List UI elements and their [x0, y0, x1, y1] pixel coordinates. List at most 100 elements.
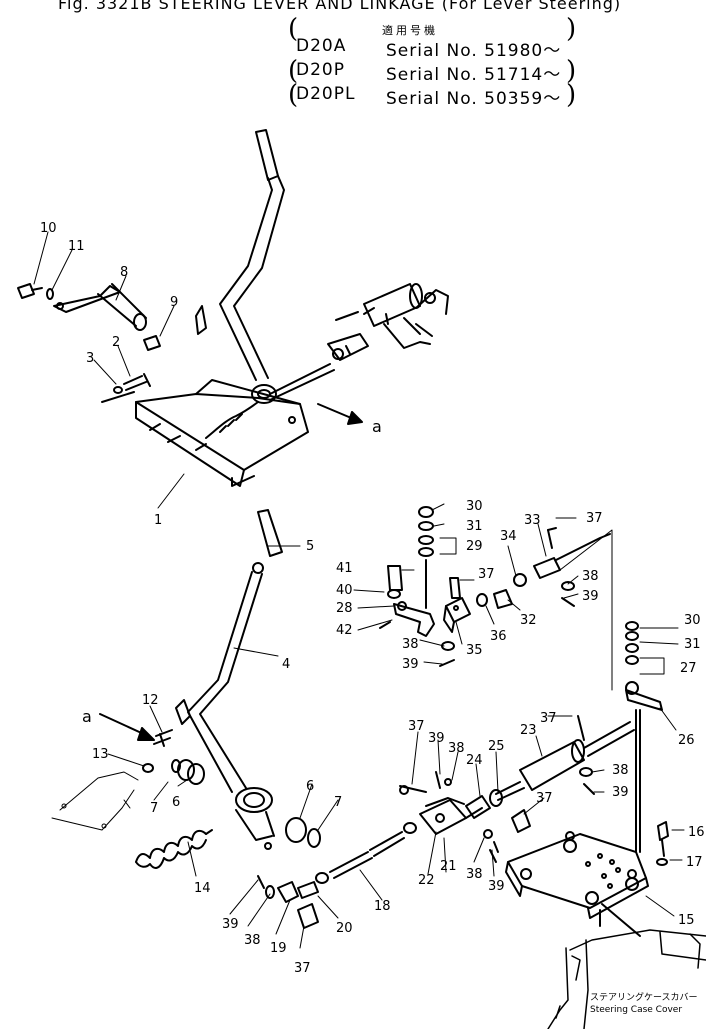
callout-label: 6	[172, 795, 180, 810]
callout-label: 27	[680, 661, 697, 676]
bracket-close: )	[566, 56, 577, 86]
bracket-open: (	[288, 56, 299, 86]
callout-label: 39	[612, 785, 629, 800]
arrow-head	[347, 411, 363, 425]
callout-label: 26	[678, 733, 695, 748]
callout-label: 20	[336, 921, 353, 936]
callout-label: 39	[428, 731, 445, 746]
callout-label: 4	[282, 657, 290, 672]
callout-label: 40	[336, 583, 353, 598]
callout-label: 17	[686, 855, 703, 870]
leader-lines	[107, 503, 685, 949]
seal-part	[307, 828, 321, 848]
cover-caption: ステアリングケースカバー Steering Case Cover	[590, 991, 698, 1015]
bracket-plate-part	[505, 709, 649, 937]
callout-label: 35	[466, 643, 483, 658]
top-rod-part	[269, 333, 369, 401]
callout-label: 24	[466, 753, 483, 768]
bolt-part	[123, 373, 151, 391]
figure-title: Fig. 3321B STEERING LEVER AND LINKAGE (F…	[58, 0, 622, 13]
seal-part	[171, 759, 181, 773]
washer-part	[113, 386, 123, 394]
callout-label: 22	[418, 873, 435, 888]
callout-label: 37	[586, 511, 603, 526]
cover-label-jp: ステアリングケースカバー	[590, 991, 698, 1003]
grease-fitting-part	[143, 335, 161, 351]
callout-label: 38	[466, 867, 483, 882]
bracket-open: (	[288, 80, 299, 110]
callout-label: 16	[688, 825, 705, 840]
leader-line	[559, 529, 613, 691]
callout-label: 31	[684, 637, 701, 652]
callout-label: 25	[488, 739, 505, 754]
callout-label: 3	[86, 351, 94, 366]
section-mark-label: a	[372, 417, 382, 436]
callout-label: 28	[336, 601, 353, 616]
callout-label: 1	[154, 513, 162, 528]
pivot-lever-part	[387, 559, 435, 637]
cylinder-part	[489, 715, 635, 807]
callout-label: 39	[222, 917, 239, 932]
callout-label: 36	[490, 629, 507, 644]
callout-label: 30	[466, 499, 483, 514]
grease-fitting-part	[153, 729, 173, 747]
callout-label: 34	[500, 529, 517, 544]
nut-stack-part	[418, 506, 434, 557]
steering-case-cover-part	[547, 929, 706, 1029]
callout-label: 30	[684, 613, 701, 628]
bolt-part	[657, 821, 669, 857]
clevis-part	[399, 771, 531, 863]
model-name: D20P	[296, 60, 345, 80]
callout-label: 39	[488, 879, 505, 894]
bushing-part	[187, 763, 205, 785]
callout-label: 37	[540, 711, 557, 726]
callout-label: 33	[524, 513, 541, 528]
callout-label: 14	[194, 881, 211, 896]
model-name: D20PL	[296, 84, 356, 104]
callout-label: 37	[408, 719, 425, 734]
applicable-models-label: 適用号機	[382, 24, 438, 37]
callout-label: 32	[520, 613, 537, 628]
top-cylinder-part	[335, 283, 449, 349]
serial-number: Serial No. 51980～	[386, 41, 562, 61]
callout-label: 39	[402, 657, 419, 672]
callout-label: 37	[478, 567, 495, 582]
callout-label: 8	[120, 265, 128, 280]
callout-label: 39	[582, 589, 599, 604]
callout-label: 5	[306, 539, 314, 554]
joint-block-part	[379, 527, 611, 667]
callout-label: 29	[466, 539, 483, 554]
base-plate-part	[101, 379, 309, 487]
bracket-close: )	[566, 80, 577, 110]
callout-label: 9	[170, 295, 178, 310]
callout-label: 38	[612, 763, 629, 778]
callout-label: 10	[40, 221, 57, 236]
callout-label: 21	[440, 859, 457, 874]
leader-lines	[33, 231, 185, 509]
callout-label: 18	[374, 899, 391, 914]
callout-label: 13	[92, 747, 109, 762]
callout-label: 15	[678, 913, 695, 928]
callout-label: 11	[68, 239, 85, 254]
callout-label: 37	[294, 961, 311, 976]
bushing-part	[285, 817, 307, 843]
washer-part	[656, 858, 668, 866]
callout-label: 7	[334, 795, 342, 810]
callout-label: 38	[402, 637, 419, 652]
cover-label-en: Steering Case Cover	[590, 1005, 682, 1015]
pin-part	[53, 283, 147, 331]
callout-label: 12	[142, 693, 159, 708]
callout-label: 2	[112, 335, 120, 350]
callout-label: 37	[536, 791, 553, 806]
callout-label: 41	[336, 561, 353, 576]
model-name: D20A	[296, 36, 347, 56]
serial-number: Serial No. 51714～	[386, 65, 562, 85]
lower-lever-part	[175, 509, 283, 850]
callout-label: 23	[520, 723, 537, 738]
bracket-open: (	[288, 14, 299, 44]
washer-part	[46, 288, 54, 300]
washer-part	[142, 763, 154, 773]
callout-label: 31	[466, 519, 483, 534]
